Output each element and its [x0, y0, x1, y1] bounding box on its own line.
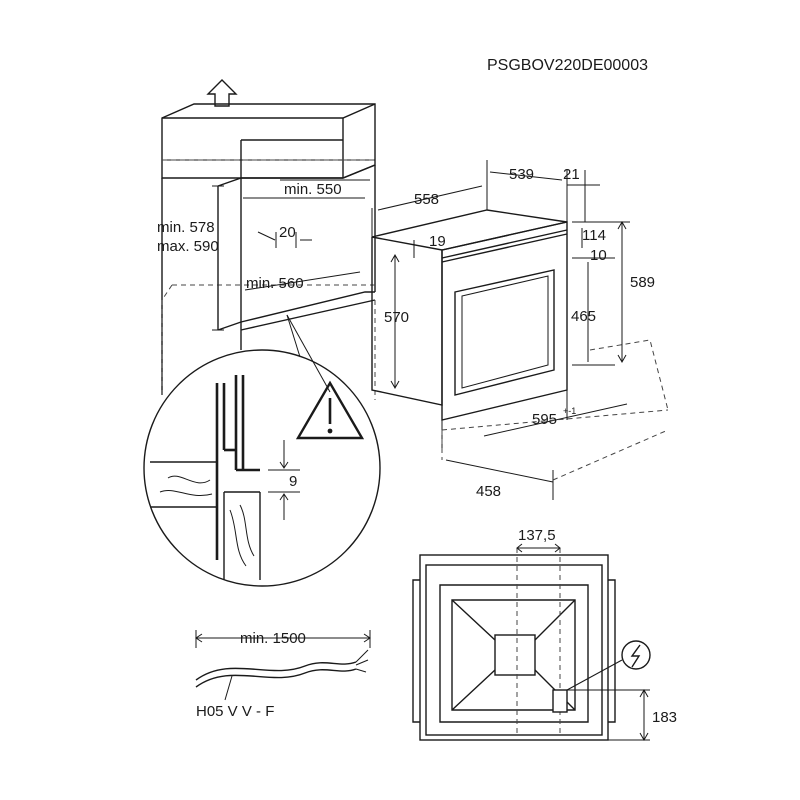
niche-vent-gap: 20: [279, 224, 296, 241]
detail-circle: [143, 314, 381, 587]
back-view: [412, 543, 651, 742]
detail-gap: 9: [289, 473, 297, 490]
cabinet-niche: [161, 79, 376, 400]
electric-bolt-icon: [630, 644, 641, 668]
drawing-code: PSGBOV220DE00003: [487, 57, 648, 74]
niche-height-min: min. 578: [157, 219, 215, 236]
niche-width-min: min. 560: [246, 275, 304, 292]
back-offset: 137,5: [518, 527, 556, 544]
oven-height-door: 465: [571, 308, 596, 325]
oven-width-tolerance: +-1: [563, 406, 576, 416]
cable-type: H05 V V - F: [196, 703, 274, 720]
oven-depth-total: 558: [414, 191, 439, 208]
oven-height-total: 589: [630, 274, 655, 291]
oven-top-offset: 19: [429, 233, 446, 250]
oven-panel-top: 114: [582, 227, 606, 244]
oven-width: 595: [532, 411, 557, 428]
oven-height-body: 570: [384, 309, 409, 326]
oven-panel-gap: 10: [590, 247, 607, 264]
niche-height-max: max. 590: [157, 238, 219, 255]
oven-iso: [371, 160, 669, 500]
up-arrow-icon: [206, 79, 238, 107]
niche-depth-min: min. 550: [284, 181, 342, 198]
power-cable: [195, 630, 371, 701]
oven-depth-cavity: 458: [476, 483, 501, 500]
cable-length: min. 1500: [240, 630, 306, 647]
warning-icon: [295, 380, 365, 440]
back-height: 183: [652, 709, 677, 726]
oven-front-thickness: 21: [563, 166, 580, 183]
oven-depth-body: 539: [509, 166, 534, 183]
